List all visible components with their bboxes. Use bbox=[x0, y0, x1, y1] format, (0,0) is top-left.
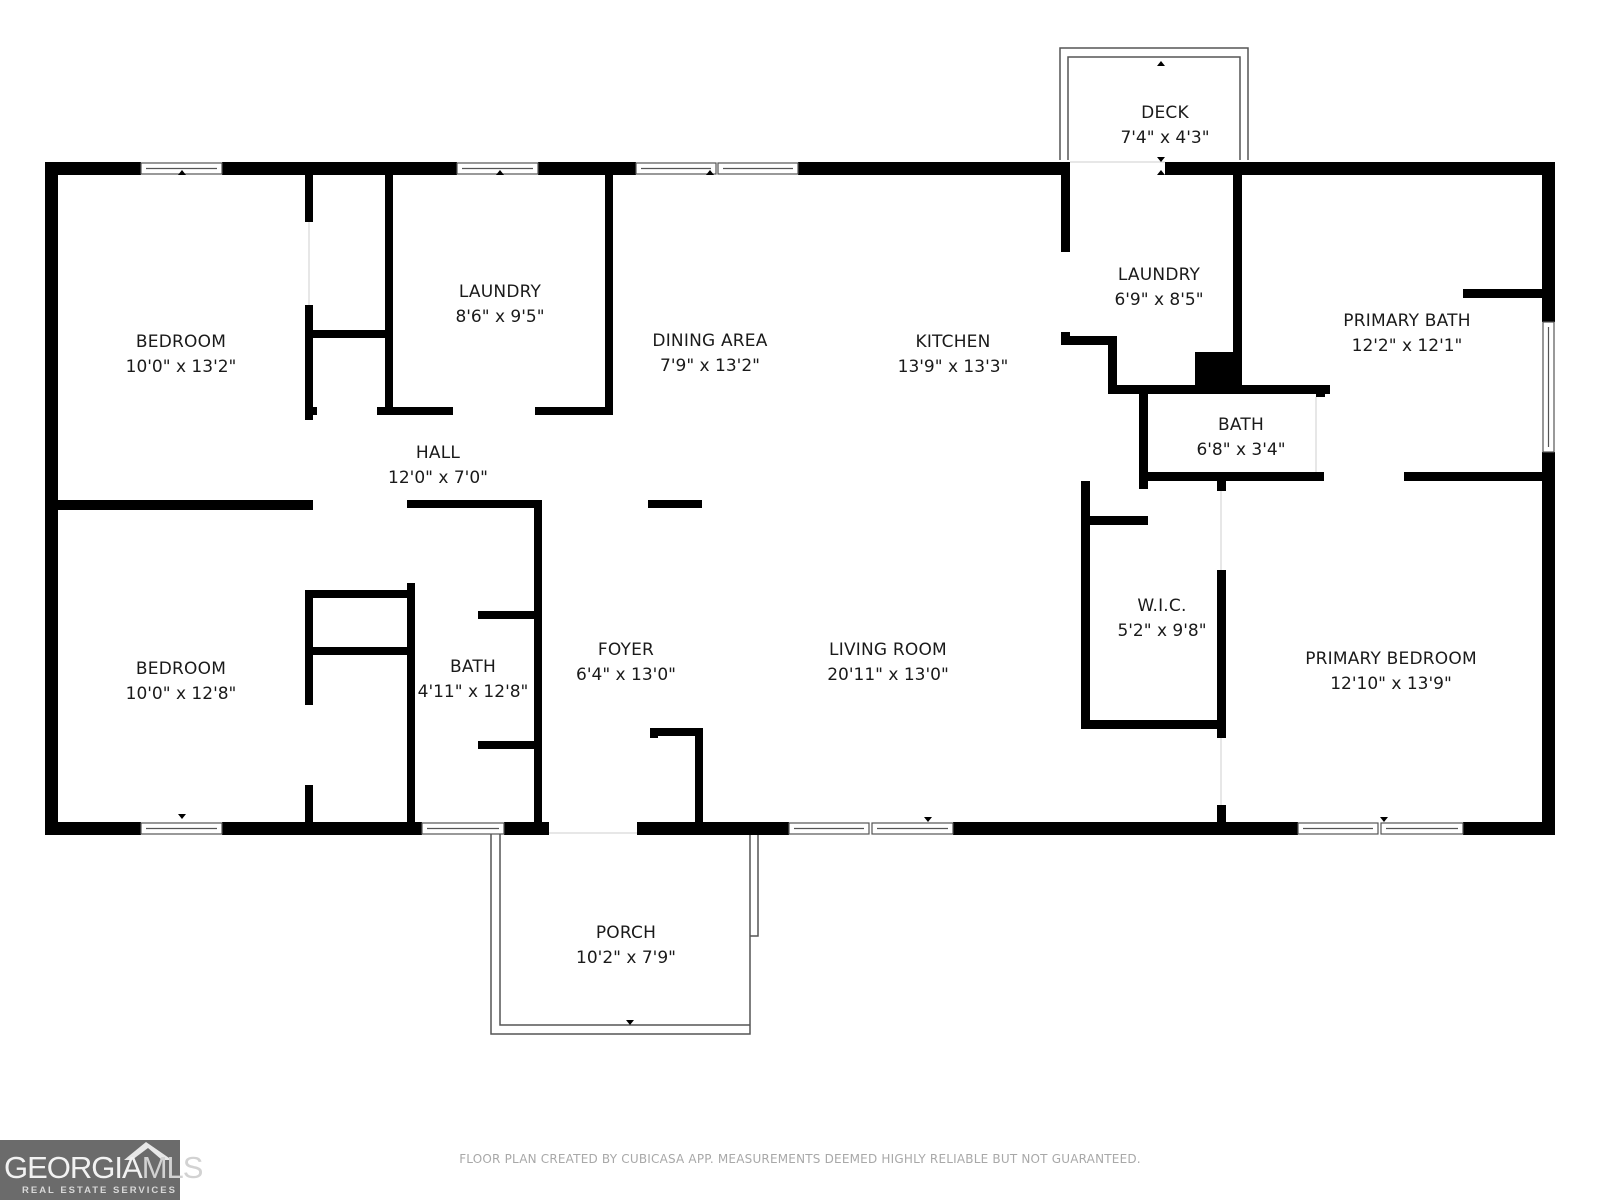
exterior-outlines bbox=[490, 47, 1249, 1035]
room-name: W.I.C. bbox=[1137, 596, 1187, 616]
room-dimensions: 13'9" x 13'3" bbox=[897, 357, 1009, 377]
room-dimensions: 12'0" x 7'0" bbox=[388, 468, 488, 488]
roof-icon bbox=[124, 1142, 172, 1160]
room-name: DINING AREA bbox=[652, 331, 768, 351]
door-openings bbox=[308, 161, 1317, 834]
room-name: PRIMARY BATH bbox=[1343, 311, 1471, 331]
room-foyer: FOYER 6'4" x 13'0" bbox=[576, 638, 676, 688]
room-name: FOYER bbox=[597, 640, 655, 660]
room-bedroom-1: BEDROOM 10'0" x 13'2" bbox=[126, 330, 237, 380]
room-name: KITCHEN bbox=[915, 332, 991, 352]
room-dimensions: 4'11" x 12'8" bbox=[417, 682, 529, 702]
walls bbox=[45, 162, 1555, 835]
room-dimensions: 6'9" x 8'5" bbox=[1114, 290, 1204, 310]
room-name: HALL bbox=[415, 443, 461, 463]
room-dining-area: DINING AREA 7'9" x 13'2" bbox=[652, 329, 767, 379]
room-dimensions: 12'10" x 13'9" bbox=[1330, 674, 1452, 694]
room-name: LAUNDRY bbox=[458, 282, 542, 302]
room-living-room: LIVING ROOM 20'11" x 13'0" bbox=[827, 638, 949, 688]
room-dimensions: 8'6" x 9'5" bbox=[455, 307, 545, 327]
room-name: BATH bbox=[450, 657, 496, 677]
room-porch: PORCH 10'2" x 7'9" bbox=[576, 921, 676, 971]
room-primary-bath: PRIMARY BATH 12'2" x 12'1" bbox=[1343, 309, 1470, 359]
room-laundry-1: LAUNDRY 8'6" x 9'5" bbox=[455, 280, 544, 330]
room-dimensions: 7'4" x 4'3" bbox=[1120, 128, 1210, 148]
disclaimer: FLOOR PLAN CREATED BY CUBICASA APP. MEAS… bbox=[459, 1152, 1141, 1166]
dimension-markers bbox=[178, 61, 1397, 1025]
room-name: BEDROOM bbox=[135, 332, 227, 352]
room-hall: HALL 12'0" x 7'0" bbox=[388, 441, 488, 491]
room-laundry-2: LAUNDRY 6'9" x 8'5" bbox=[1114, 263, 1203, 313]
room-bath-1: BATH 6'8" x 3'4" bbox=[1196, 413, 1285, 463]
room-primary-bedroom: PRIMARY BEDROOM 12'10" x 13'9" bbox=[1305, 647, 1477, 697]
logo-tagline: REAL ESTATE SERVICES bbox=[22, 1185, 177, 1196]
logo-wordmark: GEORGIAMLS bbox=[4, 1150, 203, 1185]
room-bath-2: BATH 4'11" x 12'8" bbox=[418, 655, 529, 705]
room-dimensions: 6'8" x 3'4" bbox=[1196, 440, 1286, 460]
room-dimensions: 6'4" x 13'0" bbox=[576, 665, 676, 685]
room-dimensions: 10'2" x 7'9" bbox=[576, 948, 676, 968]
room-kitchen: KITCHEN 13'9" x 13'3" bbox=[898, 330, 1009, 380]
room-dimensions: 12'2" x 12'1" bbox=[1351, 336, 1463, 356]
room-name: LAUNDRY bbox=[1117, 265, 1201, 285]
room-dimensions: 10'0" x 12'8" bbox=[125, 684, 237, 704]
windows bbox=[140, 162, 1555, 835]
room-dimensions: 20'11" x 13'0" bbox=[827, 665, 949, 685]
room-deck: DECK 7'4" x 4'3" bbox=[1120, 101, 1209, 151]
room-name: PRIMARY BEDROOM bbox=[1305, 649, 1477, 669]
room-dimensions: 5'2" x 9'8" bbox=[1117, 621, 1207, 641]
room-name: BATH bbox=[1218, 415, 1264, 435]
georgia-mls-logo: GEORGIAMLS REAL ESTATE SERVICES bbox=[0, 1140, 203, 1200]
room-bedroom-2: BEDROOM 10'0" x 12'8" bbox=[126, 657, 237, 707]
room-dimensions: 7'9" x 13'2" bbox=[660, 356, 760, 376]
room-name: PORCH bbox=[595, 923, 657, 943]
room-name: LIVING ROOM bbox=[829, 640, 947, 660]
room-name: BEDROOM bbox=[135, 659, 227, 679]
room-wic: W.I.C. 5'2" x 9'8" bbox=[1117, 594, 1206, 644]
room-name: DECK bbox=[1141, 103, 1189, 123]
room-dimensions: 10'0" x 13'2" bbox=[125, 357, 237, 377]
